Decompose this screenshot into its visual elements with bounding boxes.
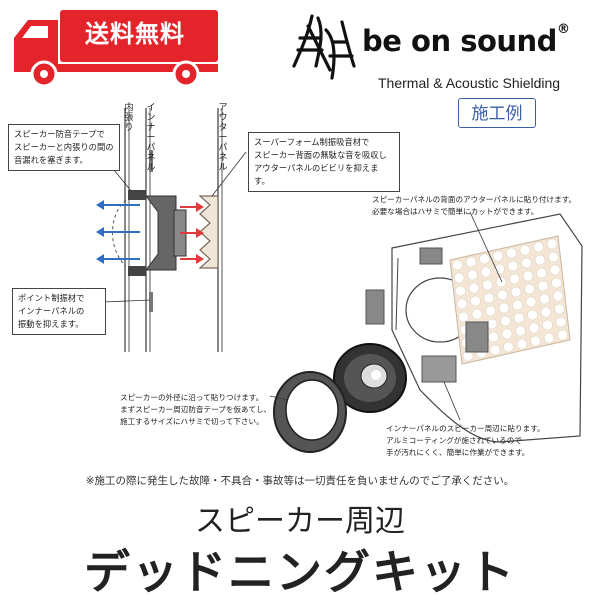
- note-foam: スーパーフォーム制振吸音材で スピーカー背面の無駄な音を吸収し アウターパネルの…: [248, 132, 400, 192]
- caption-line: アルミコーティングが施されているので: [386, 436, 522, 445]
- note-line: 振動を抑えます。: [18, 319, 84, 329]
- note-line: インナーパネルの: [18, 306, 85, 316]
- product-title-line1: スピーカー周辺: [195, 504, 405, 539]
- brand-name: be on sound®: [362, 22, 570, 58]
- note-line: スピーカーと内張りの間の: [14, 142, 114, 152]
- product-title-line2: デッドニングキット: [84, 545, 516, 599]
- free-shipping-badge: 送料無料: [85, 20, 185, 48]
- note-line: ポイント制振材で: [18, 293, 85, 303]
- caption-line: まずスピーカー周辺防音テープを仮あてし、: [120, 405, 272, 414]
- brand-logo-icon: [292, 14, 356, 80]
- registered-mark: ®: [556, 22, 570, 37]
- caption-line: スピーカーの外径に沿って貼りつけます。: [120, 393, 264, 402]
- note-speaker-tape: スピーカー防音テープで スピーカーと内張りの間の 音漏れを塞ぎます。: [8, 124, 120, 171]
- disclaimer: ※施工の際に発生した故障・不具合・事故等は一切責任を負いませんのでご了承ください…: [85, 475, 515, 487]
- caption-line: 施工するサイズにハサミで切って下さい。: [120, 417, 264, 426]
- note-line: 音漏れを塞ぎます。: [14, 155, 88, 165]
- note-line: スーパーフォーム制振吸音材で: [254, 137, 370, 147]
- brand-name-text: be on sound: [362, 24, 557, 58]
- speaker-icon: [128, 190, 187, 276]
- note-point-damping: ポイント制振材で インナーパネルの 振動を抑えます。: [12, 288, 106, 335]
- caption-line: 必要な場合はハサミで簡単にカットができます。: [372, 207, 539, 216]
- caption-line: 手が汚れにくく、簡単に作業ができます。: [386, 448, 530, 457]
- layer-label-inner-panel: インナーパネル: [146, 103, 156, 173]
- caption-line: スピーカーパネルの背面のアウターパネルに貼り付けます。: [372, 195, 577, 204]
- example-label: 施工例: [458, 98, 536, 128]
- caption-inner-panel: インナーパネルのスピーカー周辺に貼ります。 アルミコーティングが施されているので…: [386, 423, 545, 459]
- caption-line: インナーパネルのスピーカー周辺に貼ります。: [386, 424, 545, 433]
- speaker-icon: [333, 343, 407, 413]
- note-line: スピーカー背面の無駄な音を吸収し: [254, 150, 387, 160]
- note-line: スピーカー防音テープで: [14, 129, 105, 139]
- cross-section-diagram: [95, 108, 247, 352]
- layer-label-trim: 内張り: [124, 103, 134, 133]
- brand-tagline: Thermal & Acoustic Shielding: [378, 75, 561, 91]
- note-line: アウターパネルのビビリを抑えます。: [254, 163, 379, 186]
- layer-label-outer-panel: アウターパネル: [218, 103, 228, 173]
- install-illustration: [269, 211, 583, 453]
- ring-tape-icon: [273, 371, 347, 453]
- delivery-truck-icon: [14, 10, 218, 88]
- caption-outer-panel: スピーカーパネルの背面のアウターパネルに貼り付けます。 必要な場合はハサミで簡単…: [372, 194, 576, 218]
- caption-ring: スピーカーの外径に沿って貼りつけます。 まずスピーカー周辺防音テープを仮あてし、…: [120, 392, 271, 428]
